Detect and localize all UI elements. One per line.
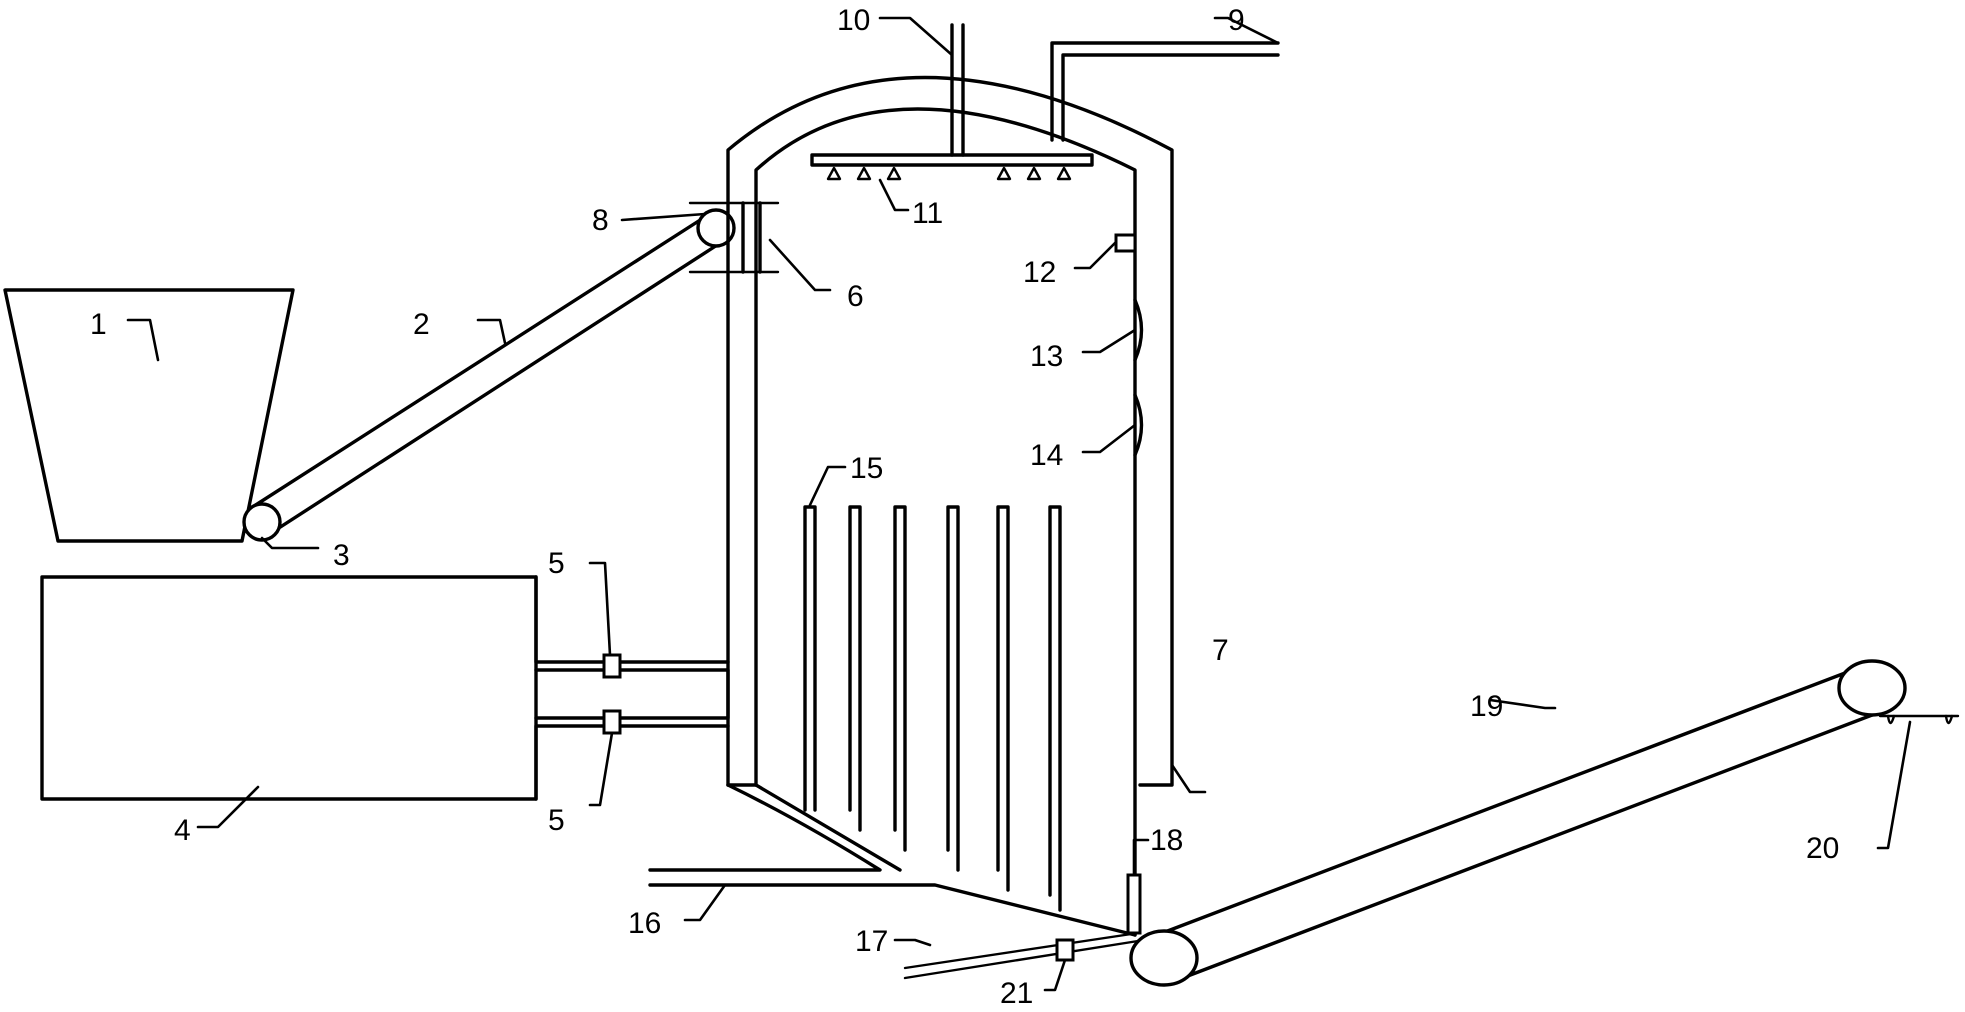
- discharge-roller-bottom: [1129, 929, 1199, 987]
- label-14: 14: [1030, 439, 1063, 472]
- sight-glass-upper: [1133, 298, 1144, 362]
- tower-vessel: [726, 75, 1174, 937]
- furnace-box: [40, 575, 538, 801]
- label-9: 9: [1228, 4, 1245, 37]
- label-7: 7: [1212, 634, 1229, 667]
- bottom-valve: [1055, 938, 1075, 962]
- label-4: 4: [174, 814, 191, 847]
- label-10: 10: [837, 4, 870, 37]
- bottom-pipe: [903, 931, 1140, 980]
- spray-header: [810, 153, 1094, 181]
- label-12: 12: [1023, 256, 1056, 289]
- sensor-box: [1114, 233, 1137, 253]
- discharge-conveyor: [1129, 659, 1960, 987]
- connecting-pipes: [534, 575, 730, 801]
- label-17: 17: [855, 925, 888, 958]
- valve-lower: [602, 709, 622, 735]
- conveyor-bottom-roller: [242, 502, 282, 542]
- label-15: 15: [850, 452, 883, 485]
- label-21: 21: [1000, 977, 1033, 1010]
- hopper: [3, 288, 295, 543]
- label-16: 16: [628, 907, 661, 940]
- label-1: 1: [90, 308, 107, 341]
- label-20: 20: [1806, 832, 1839, 865]
- sight-glass-lower: [1133, 393, 1144, 457]
- spray-nozzles: [826, 166, 1072, 181]
- feed-inlet: [688, 201, 780, 274]
- feed-conveyor: [242, 208, 736, 542]
- label-13: 13: [1030, 340, 1063, 373]
- discharge-roller-top: [1837, 659, 1907, 717]
- vertical-plates: [803, 505, 1062, 912]
- conveyor-top-roller: [696, 208, 736, 248]
- leader-lines: [126, 16, 1912, 992]
- label-3: 3: [333, 539, 350, 572]
- label-18: 18: [1150, 824, 1183, 857]
- label-8: 8: [592, 204, 609, 237]
- label-2: 2: [413, 308, 430, 341]
- top-pipes: [950, 23, 1280, 157]
- discharge-pipe: [1126, 873, 1142, 935]
- label-6: 6: [847, 280, 864, 313]
- conical-bottom: [648, 783, 1137, 937]
- part-labels: 1 2 3 4 5 5 6 7 8 9 10 11 12 13 14 15 16…: [90, 4, 1839, 1010]
- label-5-top: 5: [548, 547, 565, 580]
- valve-upper: [602, 653, 622, 679]
- label-19: 19: [1470, 690, 1503, 723]
- label-5-bottom: 5: [548, 804, 565, 837]
- label-11: 11: [912, 197, 943, 230]
